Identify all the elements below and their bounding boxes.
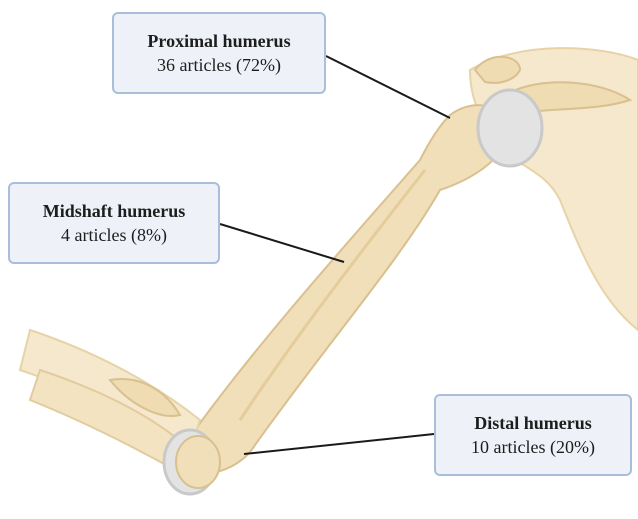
label-distal-humerus: Distal humerus 10 articles (20%): [434, 394, 632, 476]
label-proximal-title: Proximal humerus: [114, 29, 324, 53]
humeral-head: [478, 90, 542, 166]
leader-line-distal: [244, 434, 434, 454]
label-midshaft-humerus: Midshaft humerus 4 articles (8%): [8, 182, 220, 264]
label-distal-title: Distal humerus: [436, 411, 630, 435]
label-midshaft-title: Midshaft humerus: [10, 199, 218, 223]
label-proximal-humerus: Proximal humerus 36 articles (72%): [112, 12, 326, 94]
leader-line-midshaft: [220, 224, 344, 262]
label-midshaft-count: 4 articles (8%): [10, 223, 218, 247]
scapula: [470, 48, 638, 330]
label-proximal-count: 36 articles (72%): [114, 53, 324, 77]
leader-line-proximal: [326, 56, 450, 118]
label-distal-count: 10 articles (20%): [436, 435, 630, 459]
